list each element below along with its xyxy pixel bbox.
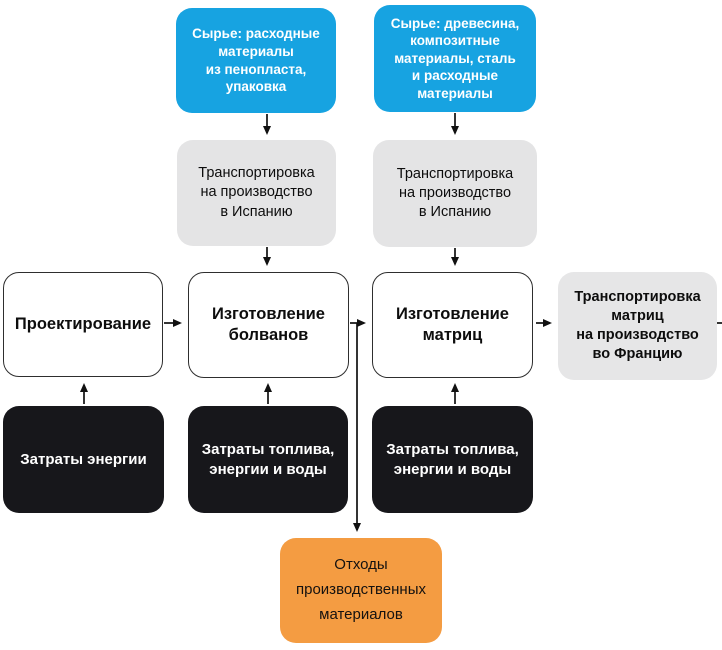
node-label: Сырье: древесина, композитные материалы,… [390, 15, 520, 101]
node-label: Транспортировка на производство в Испани… [396, 165, 514, 221]
node-label: Затраты энергии [20, 450, 147, 468]
node-production-waste: Отходы производственных материалов [280, 538, 442, 643]
node-blank-manufacturing: Изготовление болванов [188, 272, 349, 378]
node-label: Транспортировка матриц на производство в… [574, 288, 701, 363]
node-label: Изготовление болванов [212, 304, 325, 344]
node-label: Затраты топлива, энергии и воды [201, 441, 335, 478]
node-raw-materials-wood: Сырье: древесина, композитные материалы,… [374, 5, 536, 112]
node-energy-costs: Затраты энергии [3, 406, 164, 513]
node-design: Проектирование [3, 272, 163, 377]
node-label: Изготовление матриц [396, 304, 509, 344]
node-fuel-energy-water-costs-1: Затраты топлива, энергии и воды [188, 406, 348, 513]
node-raw-materials-foam: Сырье: расходные материалы из пенопласта… [176, 8, 336, 113]
node-transport-to-france: Транспортировка матриц на производство в… [558, 272, 717, 380]
node-label: Транспортировка на производство в Испани… [198, 165, 315, 220]
node-label: Проектирование [14, 314, 152, 333]
node-matrix-manufacturing: Изготовление матриц [372, 272, 533, 378]
node-fuel-energy-water-costs-2: Затраты топлива, энергии и воды [372, 406, 533, 513]
node-label: Отходы производственных материалов [296, 556, 426, 623]
node-transport-to-spain-1: Транспортировка на производство в Испани… [177, 140, 336, 246]
node-label: Затраты топлива, энергии и воды [386, 441, 519, 478]
node-label: Сырье: расходные материалы из пенопласта… [192, 26, 320, 95]
node-transport-to-spain-2: Транспортировка на производство в Испани… [373, 140, 537, 247]
